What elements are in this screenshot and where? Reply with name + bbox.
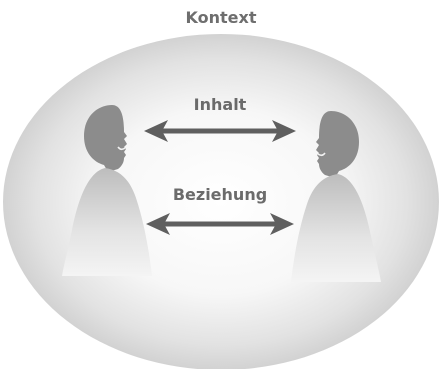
content-arrow-left-head	[144, 120, 168, 142]
content-label: Inhalt	[193, 95, 247, 114]
person-left	[62, 105, 152, 276]
context-label: Kontext	[185, 8, 257, 27]
relationship-arrow-right-head	[270, 213, 294, 235]
person-right-head	[316, 111, 359, 178]
relationship-arrow-left-head	[146, 213, 170, 235]
person-left-smile	[117, 146, 126, 151]
person-right-body	[291, 174, 381, 282]
content-arrow-right-head	[272, 120, 296, 142]
person-left-head	[84, 105, 127, 172]
person-left-body	[62, 168, 152, 276]
person-right-smile	[317, 152, 326, 157]
person-right	[291, 111, 381, 282]
relationship-arrow	[146, 213, 294, 235]
relationship-label: Beziehung	[172, 185, 268, 204]
content-arrow	[144, 120, 296, 142]
